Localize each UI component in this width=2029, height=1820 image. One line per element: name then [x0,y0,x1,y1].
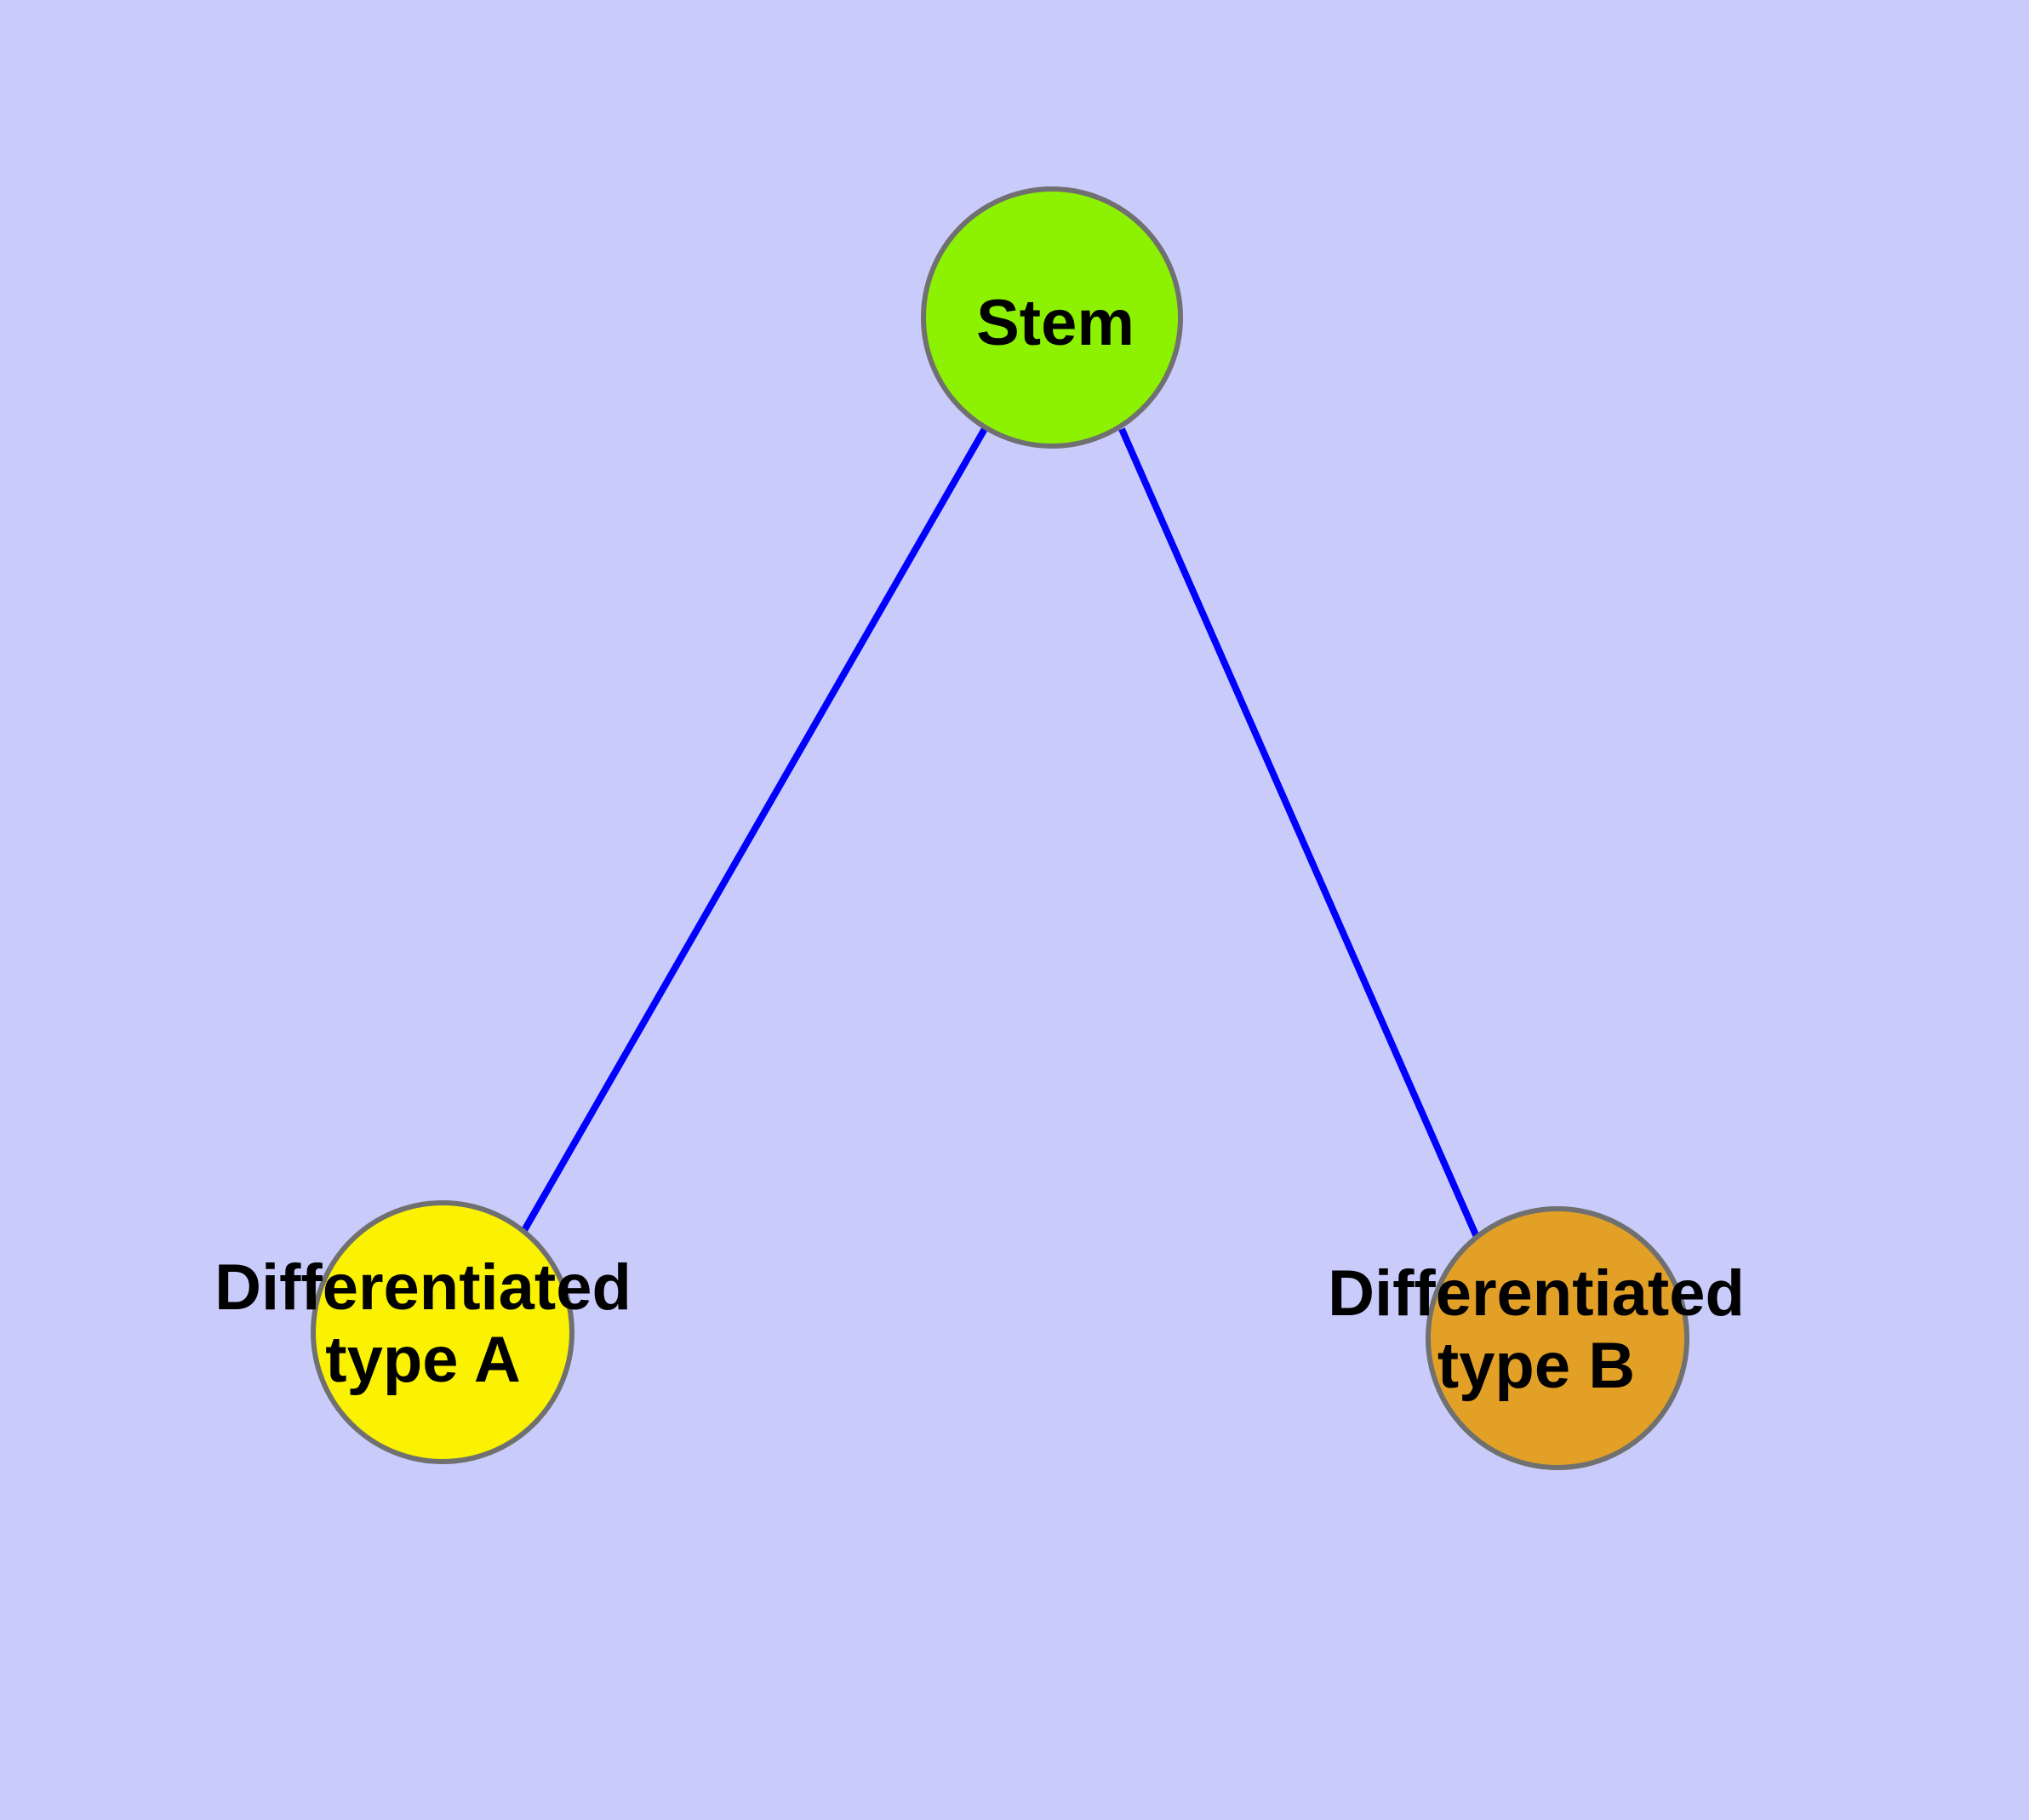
node-diff_b[interactable] [1426,1206,1689,1470]
node-label-diff_b-line-2: type B [1437,1330,1635,1402]
node-stem[interactable] [921,186,1183,449]
node-diff_a[interactable] [311,1200,574,1464]
edge-stem-to-diff-b[interactable] [1118,427,1480,1239]
node-label-diff_a-line-1: Differentiated [214,1251,632,1324]
edges-group [520,426,1480,1239]
node-label-diff_a-line-2: type A [325,1324,520,1396]
node-label-diff_b-line-1: Differentiated [1328,1257,1745,1330]
edge-stem-to-diff-a[interactable] [520,426,989,1233]
nodes-group [311,186,1689,1470]
node-label-stem-line-1: Stem [976,287,1135,359]
